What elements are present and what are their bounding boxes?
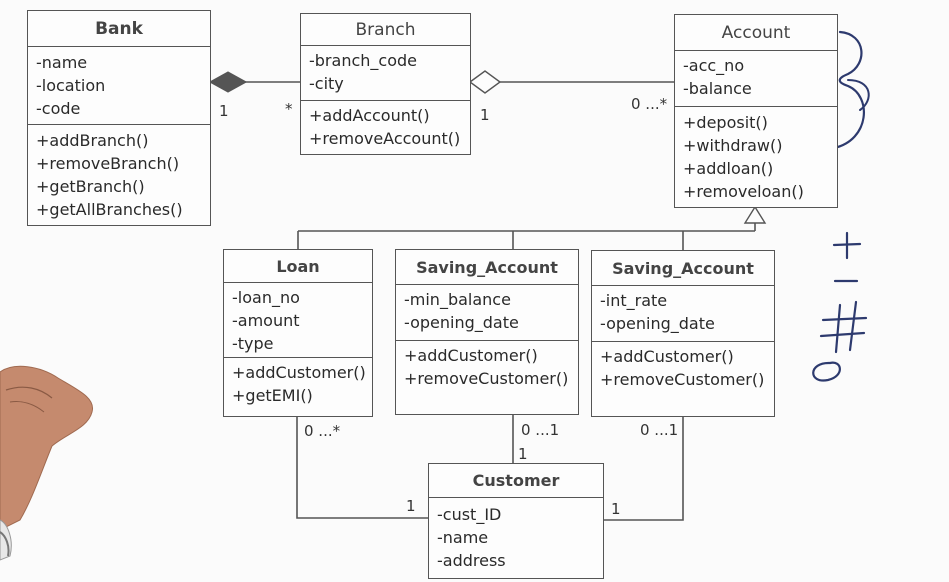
- operation: +getEMI(): [232, 386, 313, 405]
- class-saving-account-1: Saving_Account -min_balance -opening_dat…: [395, 249, 579, 415]
- operation: +withdraw(): [683, 136, 783, 155]
- class-branch-attributes: -branch_code -city: [301, 46, 470, 101]
- operation: +addloan(): [683, 159, 774, 178]
- tilde-symbol-icon: [812, 361, 841, 382]
- multiplicity-label: 1: [406, 497, 416, 515]
- attribute: -int_rate: [600, 291, 668, 310]
- class-branch: Branch -branch_code -city +addAccount() …: [300, 13, 471, 155]
- attribute: -loan_no: [232, 288, 300, 307]
- class-account-attributes: -acc_no -balance: [675, 51, 837, 107]
- multiplicity-label: 1: [480, 106, 490, 124]
- brace-annotation-icon: [847, 79, 870, 111]
- class-branch-name: Branch: [301, 14, 470, 46]
- class-account-operations: +deposit() +withdraw() +addloan() +remov…: [675, 107, 837, 206]
- class-bank-name: Bank: [28, 11, 210, 47]
- attribute: -name: [437, 528, 489, 547]
- operation: +removeCustomer(): [404, 369, 569, 388]
- attribute: -location: [36, 76, 106, 95]
- attribute: -opening_date: [600, 314, 715, 333]
- operation: +deposit(): [683, 113, 768, 132]
- operation: +removeCustomer(): [600, 370, 765, 389]
- attribute: -opening_date: [404, 313, 519, 332]
- generalization-triangle: [743, 205, 767, 224]
- class-saving-account-1-name: Saving_Account: [396, 250, 578, 285]
- operation: +removeBranch(): [36, 154, 180, 173]
- multiplicity-label: 0 ...1: [640, 421, 679, 439]
- multiplicity-label: 1: [611, 500, 621, 518]
- class-bank: Bank -name -location -code +addBranch() …: [27, 10, 211, 226]
- attribute: -address: [437, 551, 506, 570]
- class-account: Account -acc_no -balance +deposit() +wit…: [674, 14, 838, 208]
- operation: +removeAccount(): [309, 129, 461, 148]
- multiplicity-label: 0 ...*: [304, 422, 341, 440]
- multiplicity-label: 0 ...*: [631, 95, 668, 113]
- class-saving-account-2-attributes: -int_rate -opening_date: [592, 286, 774, 342]
- hash-symbol-icon: [834, 303, 842, 354]
- class-branch-operations: +addAccount() +removeAccount(): [301, 101, 470, 153]
- class-loan-attributes: -loan_no -amount -type: [224, 283, 372, 358]
- class-saving-account-2-operations: +addCustomer() +removeCustomer(): [592, 342, 774, 394]
- class-account-name: Account: [675, 15, 837, 51]
- class-customer: Customer -cust_ID -name -address: [428, 463, 604, 579]
- saving2-customer-association: [604, 417, 684, 521]
- class-saving-account-2: Saving_Account -int_rate -opening_date +…: [591, 250, 775, 417]
- attribute: -acc_no: [683, 56, 745, 75]
- class-saving-account-1-operations: +addCustomer() +removeCustomer(): [396, 341, 578, 393]
- operation: +addCustomer(): [232, 363, 366, 382]
- attribute: -city: [309, 74, 344, 93]
- attribute: -amount: [232, 311, 300, 330]
- attribute: -type: [232, 334, 274, 353]
- hash-symbol-icon: [819, 331, 866, 338]
- multiplicity-label: 0 ...1: [521, 421, 560, 439]
- class-customer-name: Customer: [429, 464, 603, 498]
- operation: +addCustomer(): [600, 347, 734, 366]
- attribute: -cust_ID: [437, 505, 502, 524]
- hash-symbol-icon: [821, 316, 868, 322]
- multiplicity-label: 1: [518, 445, 528, 463]
- operation: +getBranch(): [36, 177, 145, 196]
- operation: +addCustomer(): [404, 346, 538, 365]
- brace-annotation-icon: [832, 30, 865, 150]
- handwritten-symbols: [812, 231, 868, 382]
- operation: +getAllBranches(): [36, 200, 183, 219]
- hash-symbol-icon: [848, 300, 858, 352]
- class-saving-account-2-name: Saving_Account: [592, 251, 774, 286]
- class-loan: Loan -loan_no -amount -type +addCustomer…: [223, 249, 373, 417]
- operation: +addAccount(): [309, 106, 430, 125]
- aggregation-diamond: [468, 70, 502, 94]
- presenter-hand-icon: [0, 365, 94, 561]
- operation: +removeloan(): [683, 182, 804, 201]
- multiplicity-label: 1: [219, 102, 229, 120]
- loan-customer-association: [296, 417, 428, 519]
- class-saving-account-1-attributes: -min_balance -opening_date: [396, 285, 578, 341]
- attribute: -branch_code: [309, 51, 417, 70]
- attribute: -min_balance: [404, 290, 511, 309]
- class-bank-attributes: -name -location -code: [28, 47, 210, 125]
- attribute: -name: [36, 53, 88, 72]
- class-bank-operations: +addBranch() +removeBranch() +getBranch(…: [28, 125, 210, 224]
- class-loan-operations: +addCustomer() +getEMI(): [224, 358, 372, 410]
- multiplicity-label: *: [285, 100, 293, 118]
- class-loan-name: Loan: [224, 250, 372, 283]
- plus-symbol-icon: [832, 242, 862, 247]
- composition-diamond: [208, 71, 248, 93]
- operation: +addBranch(): [36, 131, 149, 150]
- attribute: -balance: [683, 79, 752, 98]
- attribute: -code: [36, 99, 81, 118]
- class-customer-attributes: -cust_ID -name -address: [429, 498, 603, 575]
